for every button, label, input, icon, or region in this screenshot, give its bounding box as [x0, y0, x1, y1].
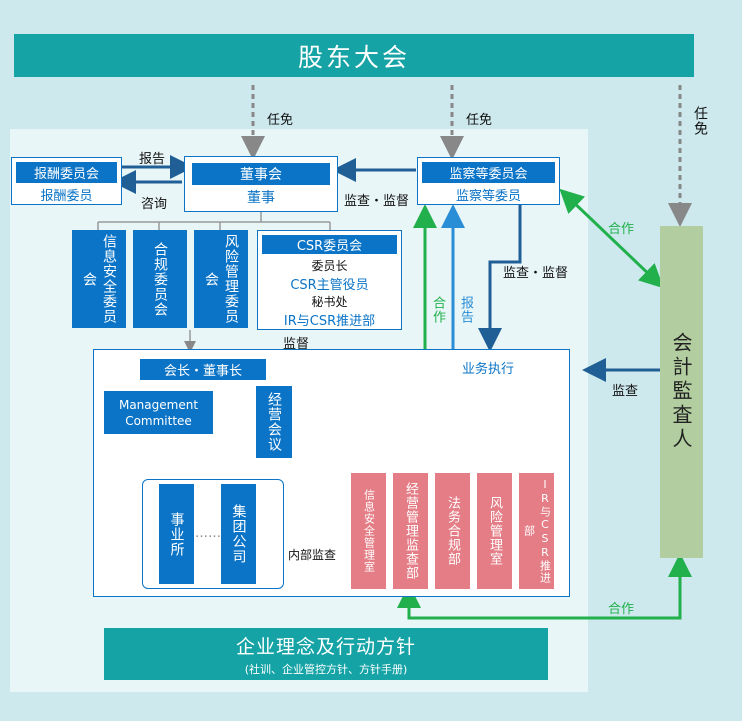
board-title: 董事会 [192, 163, 330, 185]
management-committee: Management Committee [104, 391, 213, 434]
csr-secretariat: IR与CSR推进部 [283, 314, 376, 329]
shareholders-meeting: 股东大会 [14, 34, 694, 77]
office-group: 集团公司 [221, 484, 256, 584]
board-subtitle: 董事 [247, 190, 275, 206]
internal-audit-label: 内部监查 [288, 548, 337, 562]
appoint-label-supervisory: 任免 [466, 113, 493, 128]
supervise-execution-arrow [478, 205, 522, 352]
inspect-label: 监查 [612, 384, 639, 399]
csr-chair-label: 委员长 [311, 259, 348, 273]
inspect-supervise-label-execution: 监查・监督 [503, 266, 569, 281]
shareholders-label: 股东大会 [297, 42, 410, 72]
csr-committee: CSR委员会 委员长 CSR主管役员 秘书处 IR与CSR推进部 [257, 230, 402, 330]
corporate-philosophy: 企业理念及行动方针 (社训、企业管控方针、方针手册) [104, 628, 548, 680]
office-business: 事业所 [159, 484, 194, 584]
cooperate-label-vertical: 合作 [430, 296, 445, 324]
dept-info-security: 信息安全管理室 [351, 473, 386, 589]
remuneration-title: 报酬委员会 [16, 162, 117, 183]
remuneration-subtitle: 报酬委员 [40, 189, 93, 204]
appoint-label-auditor: 任免 [692, 106, 708, 136]
report-label-vertical: 报告 [458, 296, 473, 324]
csr-secretariat-label: 秘书处 [311, 295, 348, 309]
philosophy-subtitle: (社训、企业管控方针、方针手册) [244, 662, 408, 676]
dept-management-audit: 经营管理监查部 [393, 473, 428, 589]
dept-risk: 风险管理室 [477, 473, 512, 589]
cooperate-arrow-bottom [397, 553, 692, 620]
offices-dots: …… [195, 526, 221, 541]
consult-label: 咨询 [141, 197, 168, 212]
committee-info-security: 信息安全委员会 [72, 230, 126, 328]
report-label: 报告 [139, 152, 166, 167]
business-execution-label: 业务执行 [462, 362, 515, 377]
cooperate-arrow-diagonal [559, 188, 664, 289]
accounting-auditor: 会計監査人 [660, 226, 703, 558]
remuneration-committee: 报酬委员会 报酬委员 [11, 157, 122, 205]
philosophy-title: 企业理念及行动方针 [235, 635, 416, 658]
business-meeting: 经营会议 [256, 386, 292, 458]
inspect-supervise-label-board: 监查・监督 [344, 194, 410, 209]
csr-title: CSR委员会 [262, 235, 397, 254]
appoint-label-board: 任免 [267, 113, 294, 128]
supervisory-subtitle: 监察等委员 [455, 189, 521, 204]
dept-ir-csr: IR与CSR推进部 [519, 473, 554, 589]
csr-chair: CSR主管役员 [290, 278, 369, 293]
supervisory-committee: 监察等委员会 监察等委员 [417, 157, 560, 205]
cooperate-label-diagonal: 合作 [608, 222, 635, 237]
cooperate-label-bottom: 合作 [608, 602, 635, 617]
chairman-box: 会长・董事长 [140, 359, 266, 380]
committee-compliance: 合规委员会 [133, 230, 187, 328]
committee-risk: 风险管理委员会 [194, 230, 248, 328]
supervisory-title: 监察等委员会 [422, 162, 555, 183]
board-of-directors: 董事会 董事 [184, 156, 338, 212]
dept-legal-compliance: 法务合规部 [435, 473, 470, 589]
supervise-label: 监督 [283, 337, 310, 352]
